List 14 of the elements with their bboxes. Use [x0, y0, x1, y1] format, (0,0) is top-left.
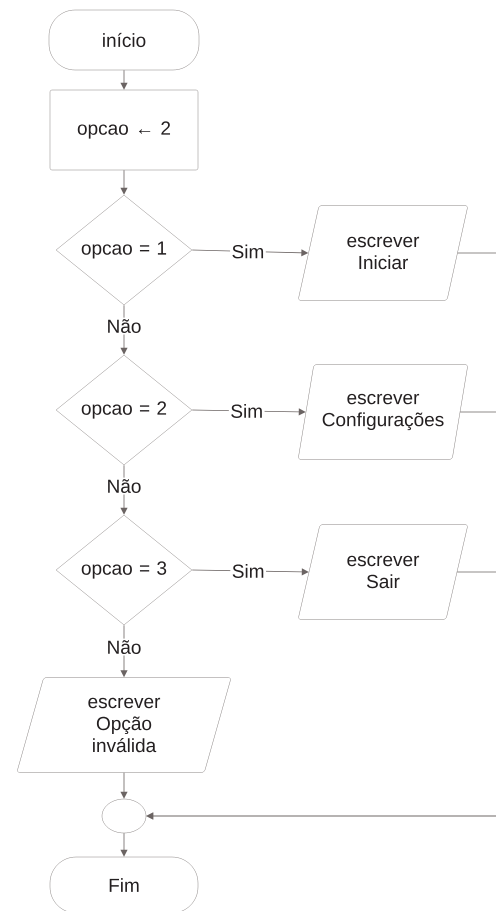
terminal-box: início — [48, 10, 200, 70]
terminal-box: Fim — [50, 856, 198, 911]
edge-label: Sim — [230, 562, 266, 580]
edge-label: Sim — [228, 402, 265, 420]
output-parallelogram: escrever Opção inválida — [17, 677, 231, 773]
output-parallelogram: escrever Configurações — [298, 364, 468, 460]
connector-circle — [102, 798, 146, 834]
output-parallelogram: escrever Iniciar — [298, 205, 468, 301]
edge-label: Sim — [230, 242, 266, 260]
edge-label: Não — [105, 478, 143, 494]
process-box: opcao ← 2 — [50, 90, 198, 170]
output-parallelogram: escrever Sair — [298, 524, 468, 620]
edge-label: Não — [105, 318, 143, 334]
edge-label: Não — [105, 638, 143, 656]
